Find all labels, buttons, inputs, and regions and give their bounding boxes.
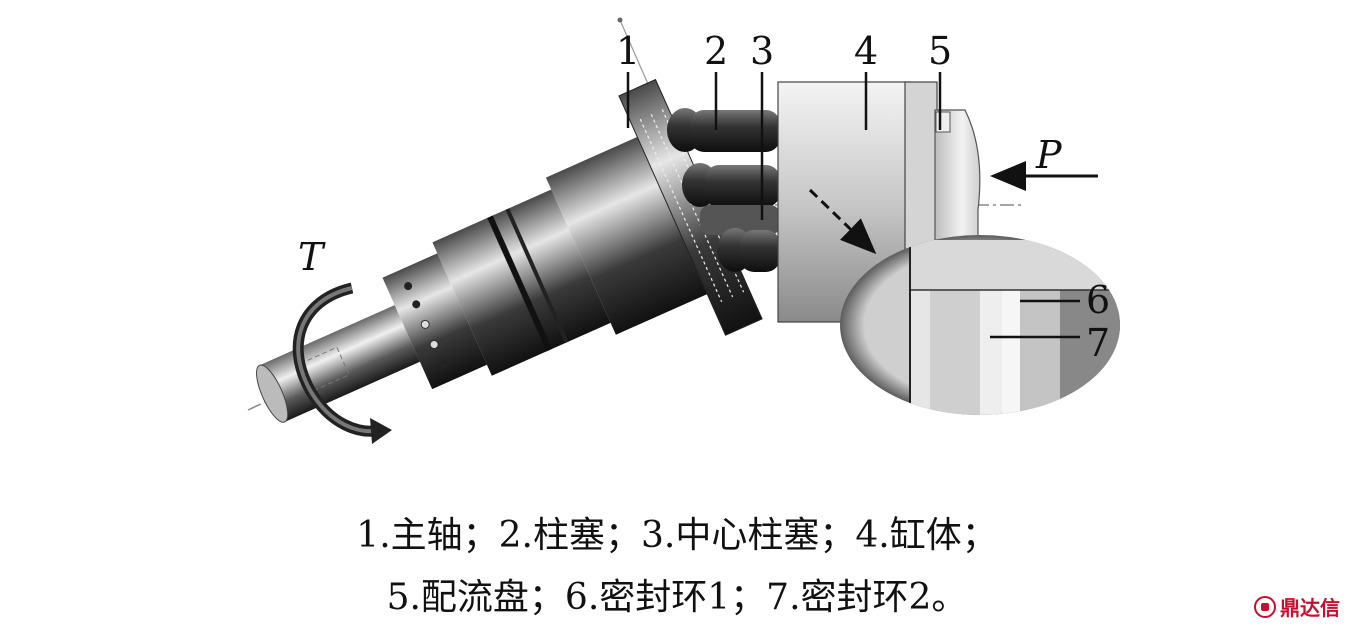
center-plunger: [700, 205, 780, 235]
label-5: 5: [928, 29, 952, 73]
plunger-top: [667, 108, 780, 152]
caption-line-1: 1.主轴；2.柱塞；3.中心柱塞；4.缸体；: [356, 515, 998, 556]
plunger-bottom: [717, 228, 780, 272]
plunger-middle: [682, 163, 780, 207]
leader-lines: [626, 72, 1080, 339]
label-1: 1: [616, 29, 640, 73]
shaft-end: [257, 305, 420, 423]
label-6: 6: [1086, 278, 1110, 322]
label-torque: T: [298, 235, 326, 279]
watermark-logo-icon: [1254, 595, 1276, 618]
watermark-text: 鼎达信: [1280, 596, 1340, 620]
magnified-detail: [840, 235, 1120, 415]
label-7: 7: [1086, 321, 1110, 365]
torque-arrow: [292, 282, 392, 444]
valve-plate: [934, 109, 981, 241]
label-4: 4: [854, 29, 878, 73]
label-3: 3: [750, 29, 774, 73]
detail-pointer-arrow: [808, 188, 877, 255]
label-pressure: P: [1035, 133, 1063, 177]
caption-line-2: 5.配流盘；6.密封环1；7.密封环2。: [386, 577, 968, 618]
plungers: [667, 108, 780, 272]
label-2: 2: [704, 29, 728, 73]
watermark: 鼎达信: [1254, 592, 1340, 621]
axis-point: [617, 17, 623, 23]
main-shaft-assembly: [256, 78, 763, 423]
